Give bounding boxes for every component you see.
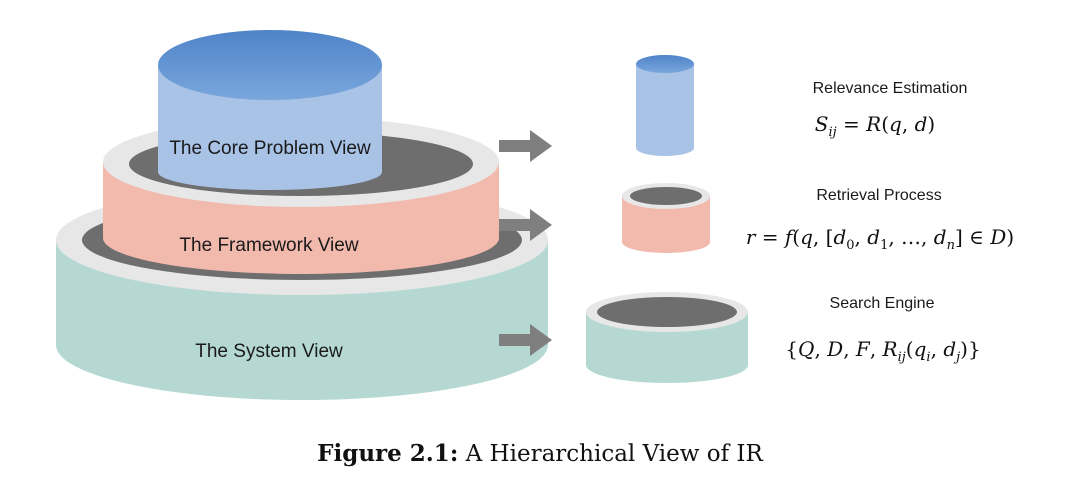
retrieval-process-title: Retrieval Process bbox=[816, 187, 941, 204]
figure-caption: Figure 2.1: A Hierarchical View of IR bbox=[0, 440, 1080, 467]
retrieval-process-cylinder bbox=[622, 183, 710, 253]
core-problem-view-label: The Core Problem View bbox=[169, 138, 371, 159]
retrieval-process-formula: r = f(q, [d0, d1, …, dn] ∈ D) bbox=[746, 225, 1014, 253]
relevance-estimation-title: Relevance Estimation bbox=[813, 80, 968, 97]
right-arrow-icon bbox=[499, 130, 552, 162]
core-problem-view-cylinder bbox=[158, 30, 382, 190]
figure-caption-label: Figure 2.1: bbox=[317, 440, 459, 467]
core-problem-view-top bbox=[158, 30, 382, 100]
relevance-estimation-formula: Sij = R(q, d) bbox=[815, 112, 935, 140]
relevance-estimation-cylinder bbox=[636, 55, 694, 156]
core-problem-view-body bbox=[158, 65, 382, 190]
right-arrow-icon bbox=[499, 209, 552, 241]
right-arrow-icon bbox=[499, 324, 552, 356]
system-view-label: The System View bbox=[195, 341, 343, 362]
search-engine-formula: {Q, D, F, Rij(qi, dj)} bbox=[785, 337, 980, 365]
framework-view-label: The Framework View bbox=[179, 235, 358, 256]
search-engine-cylinder bbox=[586, 292, 748, 383]
search-engine-title: Search Engine bbox=[830, 295, 935, 312]
figure-caption-text: A Hierarchical View of IR bbox=[465, 441, 763, 467]
hierarchy-diagram: The Core Problem View The Framework View… bbox=[56, 30, 1014, 400]
